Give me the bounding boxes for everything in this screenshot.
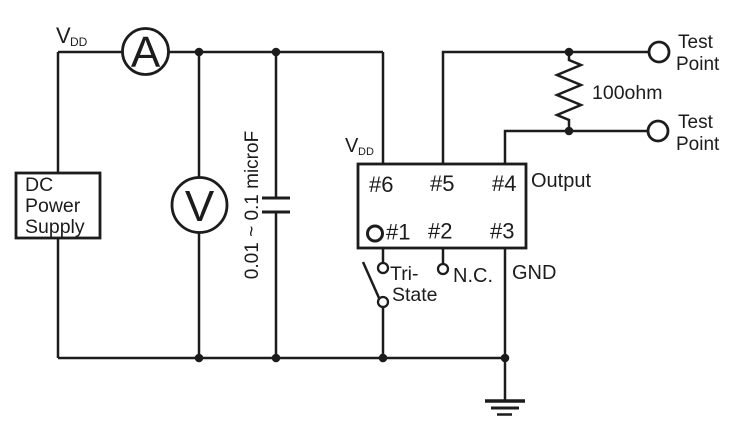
switch-contact-bottom xyxy=(376,295,390,309)
dc-supply-label-line2: Power xyxy=(25,195,81,217)
voltmeter-icon: V xyxy=(170,176,229,234)
junction-switch-bottom xyxy=(378,353,388,363)
test-point-bottom-label-line2: Point xyxy=(676,134,720,155)
vdd-supply-label-sub: DD xyxy=(70,35,88,49)
gnd-label: GND xyxy=(512,262,556,284)
junction-voltmeter-top xyxy=(194,47,204,57)
junction-resistor-top xyxy=(564,47,574,57)
test-point-bottom-label-line1: Test xyxy=(678,112,714,133)
ic-package-box xyxy=(356,162,528,250)
voltmeter-letter: V xyxy=(185,182,215,231)
wires xyxy=(56,50,649,401)
junction-ground-rail xyxy=(500,353,510,363)
junction-dots xyxy=(194,47,574,363)
tri-state-label-line1: Tri- xyxy=(390,263,419,285)
junction-resistor-bottom xyxy=(564,126,574,136)
nc-label: N.C. xyxy=(453,265,493,287)
ammeter-circle xyxy=(121,27,170,76)
wire-pin5-to-test-point-top xyxy=(441,50,649,164)
nc-terminal-icon xyxy=(436,262,450,276)
test-point-top-label-line1: Test xyxy=(678,32,714,53)
ic-pin6-label: #6 xyxy=(369,172,393,197)
junction-voltmeter-bottom xyxy=(194,353,204,363)
tri-state-switch: Tri- State xyxy=(376,261,438,309)
ic-pin3-label: #3 xyxy=(490,219,514,244)
test-point-bottom: Test Point xyxy=(646,112,720,155)
ic-pin1-label: #1 xyxy=(386,220,410,245)
test-point-bottom-terminal-icon xyxy=(646,119,670,143)
dc-supply-label-line1: DC xyxy=(25,174,53,196)
ic-pin1-indicator-icon xyxy=(366,224,384,243)
nc-pin: N.C. xyxy=(436,262,493,287)
vdd-supply-label: V DD xyxy=(56,23,88,49)
junction-capacitor-bottom xyxy=(271,353,281,363)
ic-pin2-label: #2 xyxy=(428,219,452,244)
resistor-value-label: 100ohm xyxy=(592,82,662,104)
dc-supply-label-line3: Supply xyxy=(25,216,85,238)
dc-power-supply-box xyxy=(14,171,102,240)
ic-pin4-label: #4 xyxy=(492,171,516,196)
capacitor-symbol xyxy=(262,196,290,214)
switch-contact-top xyxy=(376,261,390,275)
junction-capacitor-top xyxy=(271,47,281,57)
tri-state-label-line2: State xyxy=(392,284,438,306)
ammeter-letter: A xyxy=(131,28,161,77)
ammeter-icon: A xyxy=(121,27,170,77)
test-point-top: Test Point xyxy=(647,32,720,75)
ic-pin5-label: #5 xyxy=(430,171,454,196)
wire-pin4-to-test-point-bottom xyxy=(503,129,648,164)
test-point-top-label-line2: Point xyxy=(676,54,720,75)
test-point-top-terminal-icon xyxy=(647,40,671,64)
ic-vdd-label: V DD xyxy=(345,135,374,158)
voltmeter-circle xyxy=(170,176,229,234)
ic-output-label: Output xyxy=(531,170,591,192)
switch-lever xyxy=(361,261,381,299)
capacitor-value-label: 0.01 ~ 0.1 microF xyxy=(242,131,263,279)
ground-symbol-icon xyxy=(485,399,525,416)
ic-vdd-label-main: V xyxy=(345,135,359,157)
resistor-zigzag xyxy=(553,52,585,131)
vdd-supply-label-main: V xyxy=(56,23,71,48)
ic-vdd-label-sub: DD xyxy=(358,146,374,158)
